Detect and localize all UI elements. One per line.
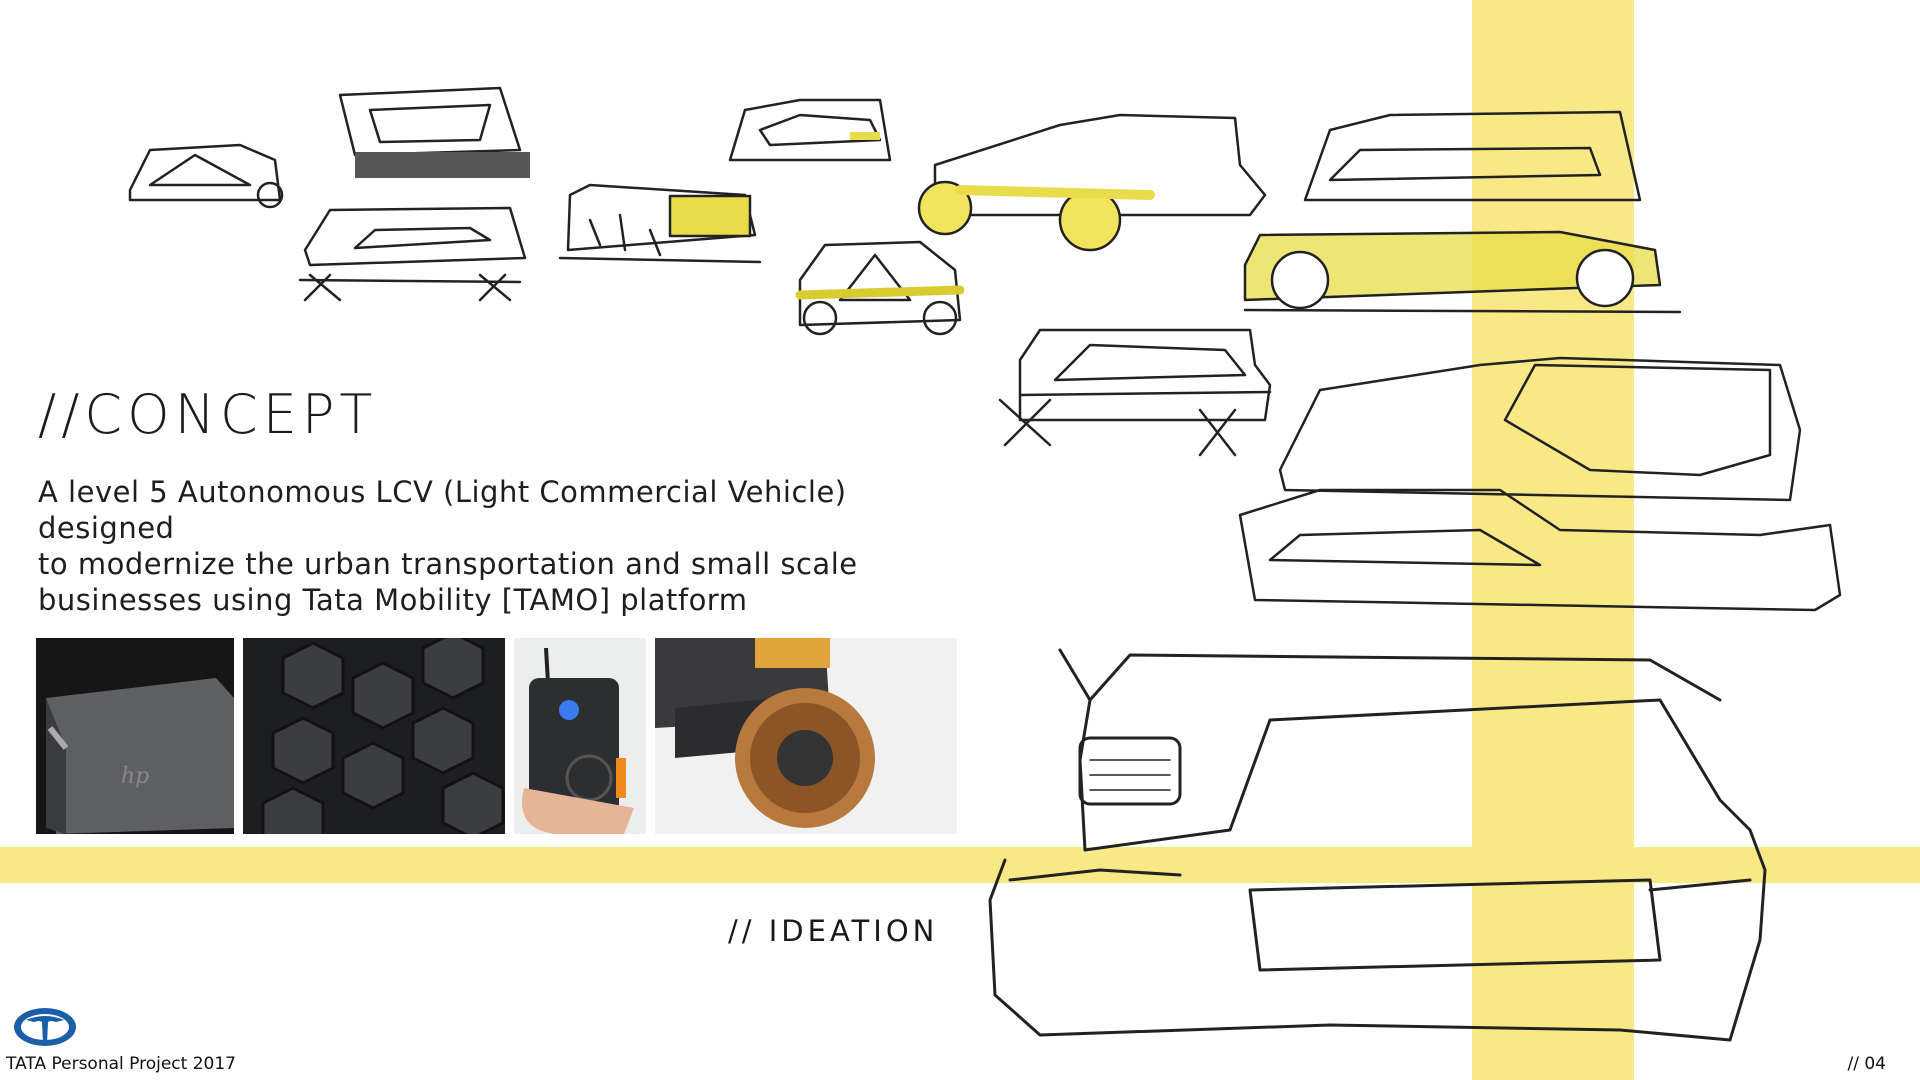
ideation-label: // IDEATION [728, 914, 939, 948]
concept-description: A level 5 Autonomous LCV (Light Commerci… [38, 474, 978, 618]
sketch-vehicle-2 [338, 86, 530, 178]
sketch-vehicle-4 [558, 183, 762, 264]
sketch-vehicle-9 [1243, 230, 1682, 314]
sketch-vehicle-6 [917, 113, 1267, 252]
hexagon-tiles-image [243, 638, 505, 834]
sketch-vehicle-5 [728, 98, 892, 162]
concept-description-line: businesses using Tata Mobility [TAMO] pl… [38, 583, 748, 617]
concept-description-line: to modernize the urban transportation an… [38, 547, 858, 581]
concept-title: //CONCEPT [38, 383, 378, 446]
sketch-vehicle-3 [298, 206, 527, 302]
hp-workstation-image: hp [36, 638, 234, 834]
sketch-vehicle-7 [795, 240, 965, 336]
page-number: // 04 [1847, 1054, 1887, 1074]
sketch-vehicle-11 [1238, 356, 1842, 612]
tata-logo-icon [14, 1008, 76, 1046]
handheld-device-image [514, 638, 646, 834]
project-label: TATA Personal Project 2017 [6, 1054, 236, 1074]
svg-text:hp: hp [121, 764, 149, 789]
sketch-vehicle-8 [1303, 110, 1642, 202]
offroad-tire-image [655, 638, 957, 834]
concept-description-line: A level 5 Autonomous LCV (Light Commerci… [38, 475, 847, 545]
sketch-vehicle-12 [988, 648, 1767, 1042]
yellow-horizontal-band [0, 847, 1920, 883]
sketch-vehicle-10 [998, 328, 1272, 457]
sketch-vehicle-1 [128, 143, 284, 209]
